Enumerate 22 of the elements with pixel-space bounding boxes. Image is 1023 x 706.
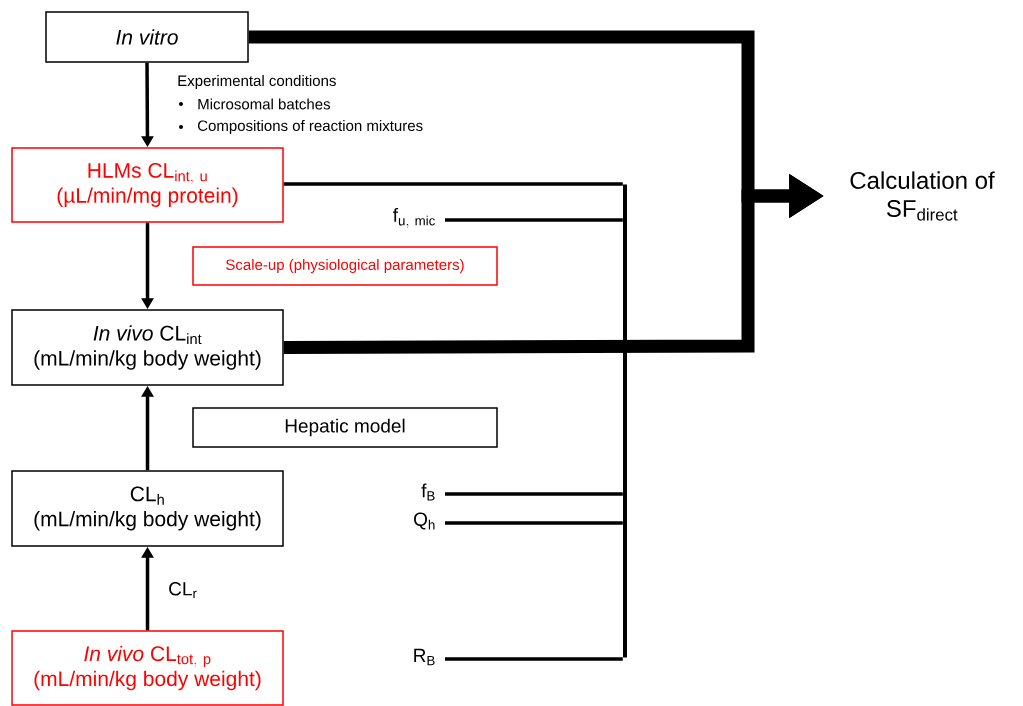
parameter-label: $\mathrm{f}_{\mathrm{u,\ mic}}$ (393, 207, 435, 229)
model-box: Hepatic model (192, 407, 498, 448)
connector-line (445, 521, 623, 525)
step-box: Scale-up (physiological parameters) (192, 246, 498, 286)
result-label: Calculation of SF$_{direct}$ (850, 171, 995, 221)
connector-line (445, 492, 623, 496)
connector-line (283, 182, 623, 186)
connector-line (445, 657, 623, 661)
process-box: $\mathit{In\ vivo}\ \mathrm{CL}_{\mathrm{tot,\ p}}$ (mL/min/kg body weight) (11, 630, 284, 706)
edge-label: Experimental conditions (176, 74, 338, 90)
edge-label: CL$_{r}$ (167, 581, 199, 599)
process-box: $\mathrm{HLMs\ CL}_{\mathrm{int,\ u}}$ (µL/min/mg protein) (11, 147, 284, 223)
connector-line (445, 218, 623, 222)
parameter-label: Q$_{h}$ (414, 512, 435, 530)
process-box: CL$_{h}$ (mL/min/kg body weight) (11, 470, 284, 547)
bus-bar (623, 184, 627, 658)
list-item: Microsomal batches (198, 98, 330, 110)
list-item: Compositions of reaction mixtures (198, 120, 423, 134)
process-box: In vitro (45, 11, 249, 63)
parameter-label: R$_{B}$ (414, 648, 435, 666)
process-box: In vivo CL$_{int}$ (mL/min/kg body weight) (11, 309, 284, 386)
parameter-label: f$_{B}$ (421, 483, 435, 501)
